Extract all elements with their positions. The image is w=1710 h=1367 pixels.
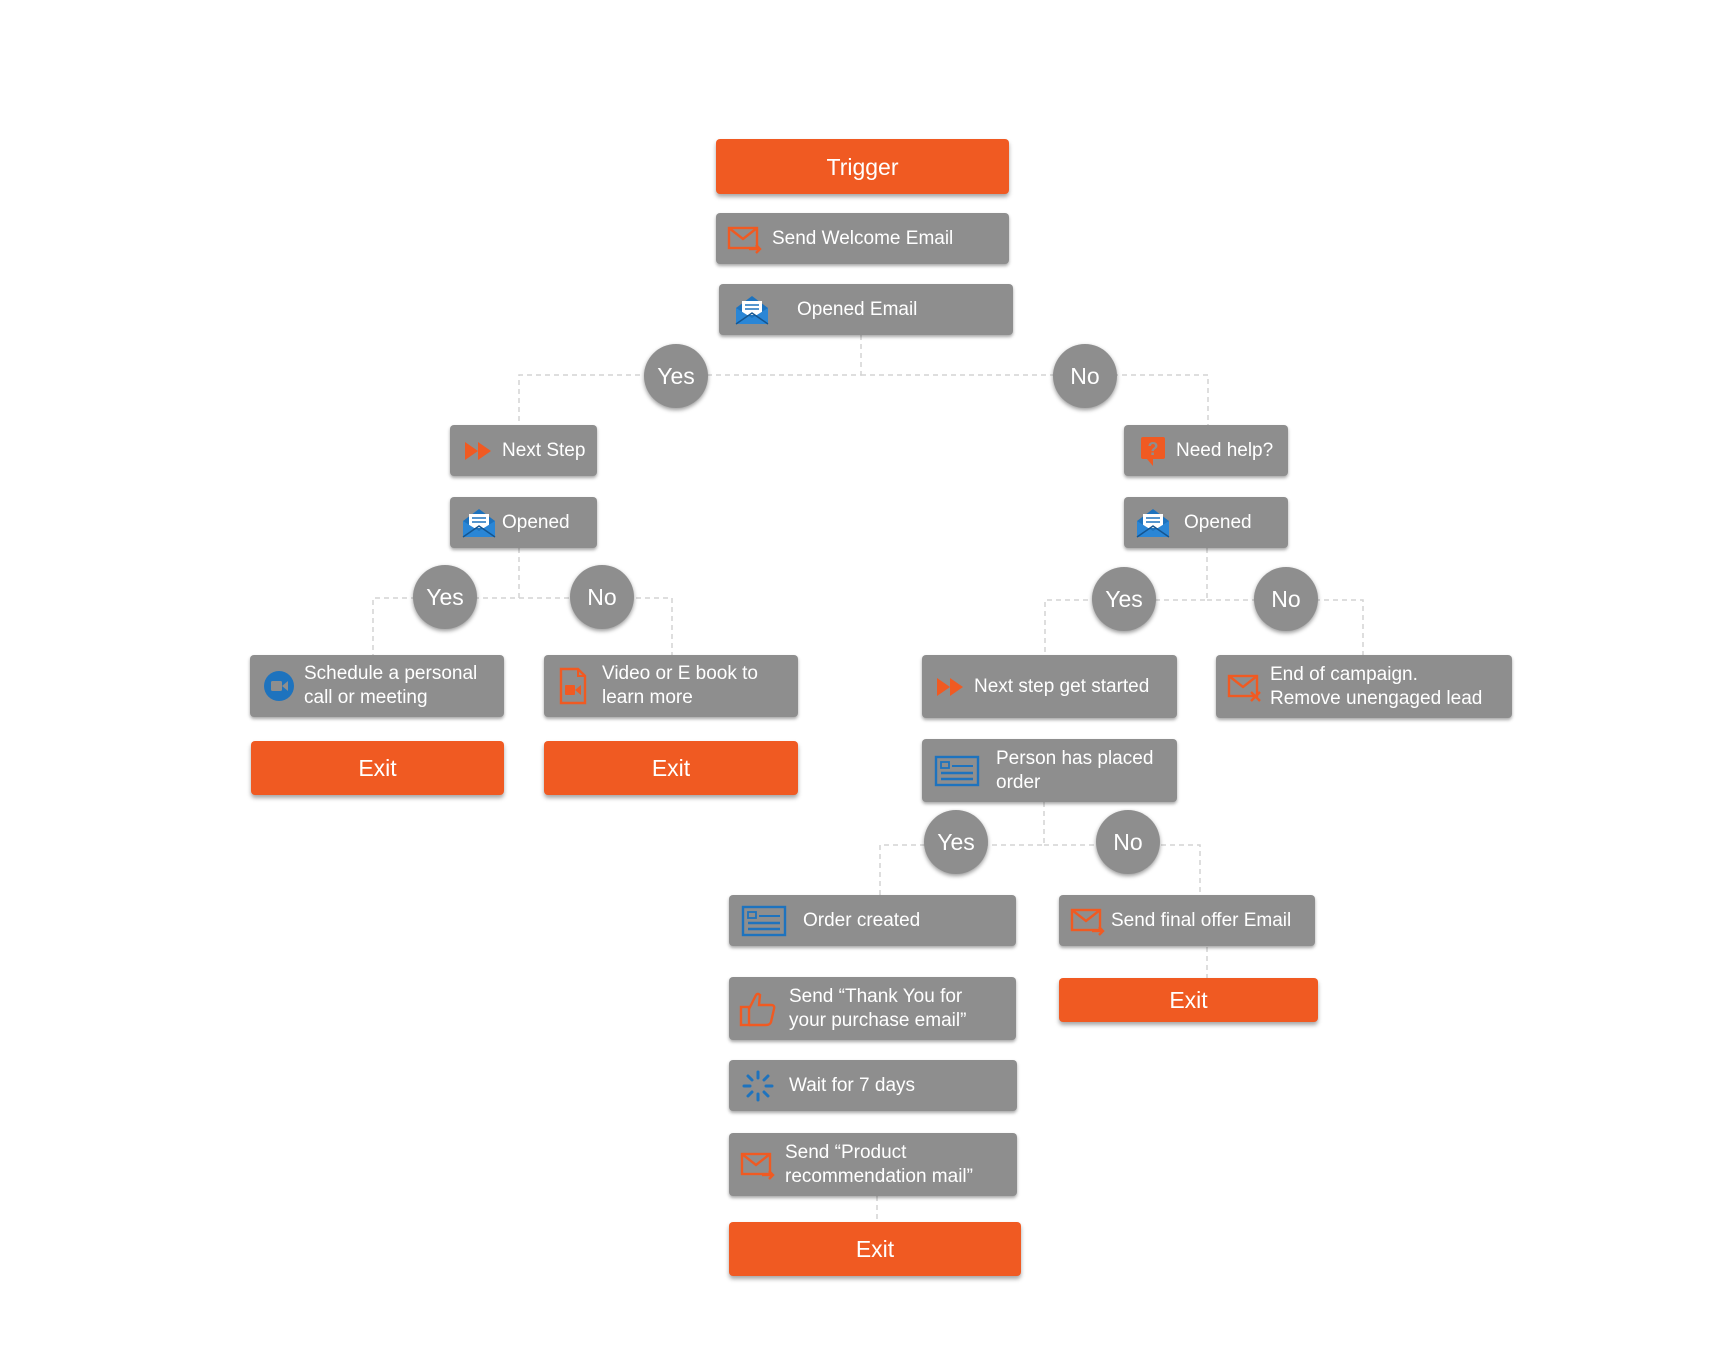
trigger-node: Trigger (716, 139, 1009, 194)
node-label: Send “Product recommendation mail” (785, 1141, 973, 1187)
question-icon: ? (1134, 434, 1172, 468)
decision-yes: Yes (924, 810, 988, 874)
node-label: Next step get started (974, 675, 1150, 697)
node-label: Send “Thank You for your purchase email” (789, 985, 967, 1031)
thumbs-up-icon (739, 992, 777, 1026)
node-label: Send Welcome Email (772, 227, 954, 249)
exit-node: Exit (544, 741, 798, 795)
send-welcome-email-node: Send Welcome Email (716, 213, 1009, 264)
open-envelope-icon (1134, 506, 1172, 540)
open-envelope-icon (733, 293, 771, 327)
mail-send-icon (1069, 904, 1107, 938)
node-label: Schedule a personal call or meeting (304, 663, 478, 708)
node-label: Opened Email (797, 298, 918, 320)
order-card-icon (739, 904, 789, 938)
mail-remove-icon (1226, 670, 1264, 704)
node-label: Wait for 7 days (789, 1074, 916, 1096)
node-label: End of campaign. Remove unengaged lead (1270, 663, 1483, 709)
order-created-node: Order created (729, 895, 1016, 946)
opened-email-node: Opened Email (719, 284, 1013, 335)
connector (1044, 844, 1201, 895)
node-label: Video or E book to learn more (602, 663, 758, 708)
need-help-node: ? Need help? (1124, 425, 1288, 476)
connector (1207, 599, 1364, 655)
node-label: Send final offer Email (1111, 909, 1292, 931)
connector (519, 597, 673, 655)
mail-send-icon (726, 222, 764, 256)
connector (861, 374, 1209, 425)
exit-node: Exit (251, 741, 504, 795)
node-label: Person has placed order (996, 747, 1154, 793)
svg-text:?: ? (1148, 439, 1159, 459)
end-campaign-node: End of campaign. Remove unengaged lead (1216, 655, 1512, 718)
opened-node-left: Opened (450, 497, 597, 548)
decision-yes: Yes (413, 565, 477, 629)
decision-yes: Yes (644, 344, 708, 408)
product-recommendation-node: Send “Product recommendation mail” (729, 1133, 1017, 1196)
thank-you-email-node: Send “Thank You for your purchase email” (729, 977, 1016, 1040)
video-call-icon (260, 669, 298, 703)
loading-icon (739, 1069, 777, 1103)
node-label: Order created (803, 909, 921, 931)
mail-send-icon (739, 1148, 777, 1182)
video-ebook-node: Video or E book to learn more (544, 655, 798, 717)
decision-no: No (1254, 567, 1318, 631)
decision-yes: Yes (1092, 567, 1156, 631)
schedule-call-node: Schedule a personal call or meeting (250, 655, 504, 717)
open-envelope-icon (460, 506, 498, 540)
next-step-node: Next Step (450, 425, 597, 476)
person-placed-order-node: Person has placed order (922, 739, 1177, 802)
decision-no: No (1096, 810, 1160, 874)
decision-no: No (1053, 344, 1117, 408)
node-label: Next Step (502, 439, 586, 461)
decision-no: No (570, 565, 634, 629)
wait-7-days-node: Wait for 7 days (729, 1060, 1017, 1111)
final-offer-email-node: Send final offer Email (1059, 895, 1315, 946)
node-label: Opened (502, 511, 570, 533)
exit-node: Exit (1059, 978, 1318, 1022)
next-step-started-node: Next step get started (922, 655, 1177, 718)
fast-forward-icon (460, 434, 498, 468)
node-label: Need help? (1176, 439, 1274, 461)
exit-node: Exit (729, 1222, 1021, 1276)
opened-node-right: Opened (1124, 497, 1288, 548)
connector (879, 802, 1045, 895)
fast-forward-icon (932, 670, 970, 704)
order-card-icon (932, 754, 982, 788)
node-label: Opened (1184, 511, 1252, 533)
video-file-icon (554, 667, 592, 705)
